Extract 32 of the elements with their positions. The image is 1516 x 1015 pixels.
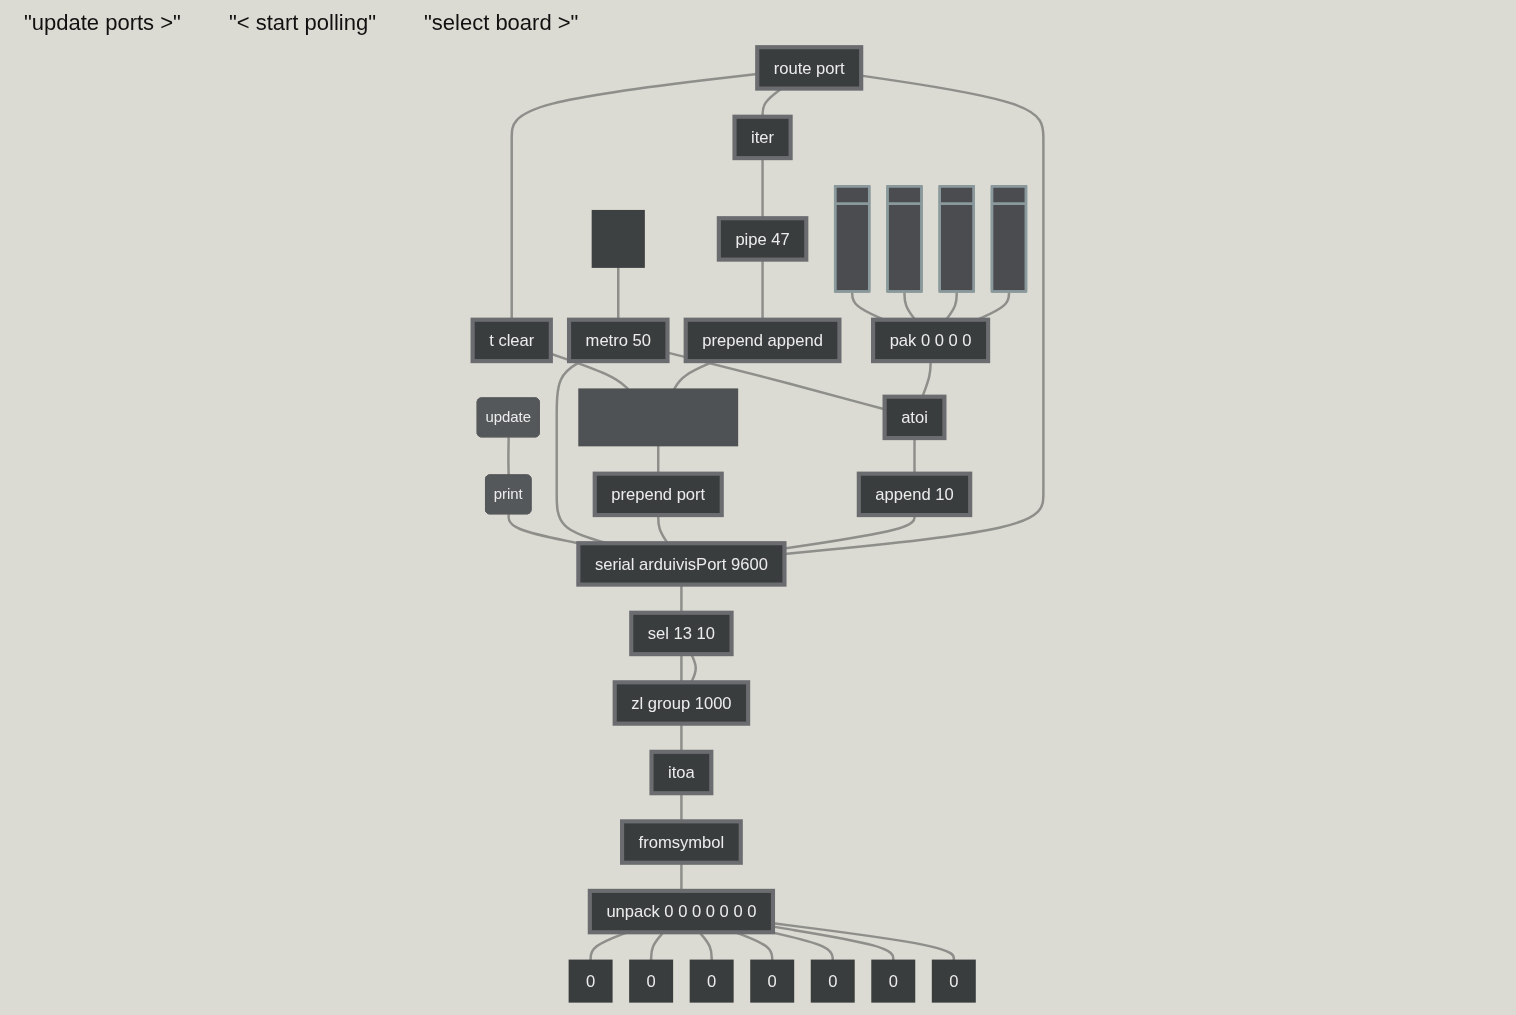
connector	[772, 922, 956, 961]
object-box: append 10	[856, 471, 973, 518]
comment-text: "< start polling"	[228, 10, 376, 36]
object-box: iter	[732, 114, 793, 161]
number-box: 0	[629, 959, 674, 1003]
comment-text: "update ports >"	[24, 10, 181, 36]
object-box: metro 50	[566, 317, 670, 364]
comment-text: "select board >"	[424, 10, 579, 36]
object-box: route port	[755, 45, 864, 91]
number-box: 0	[750, 959, 795, 1003]
connector	[507, 437, 510, 476]
object-box: zl group 1000	[612, 680, 751, 726]
number-box: 0	[931, 959, 976, 1003]
message-box: update	[476, 397, 540, 438]
number-box: 0	[689, 959, 734, 1003]
connector	[772, 925, 895, 961]
object-box: itoa	[649, 749, 714, 796]
object-box: sel 13 10	[629, 610, 734, 657]
object-box: prepend port	[592, 471, 724, 518]
object-box: t clear	[470, 317, 553, 364]
object-box: unpack 0 0 0 0 0 0 0	[587, 888, 776, 935]
number-box: 0	[810, 959, 855, 1003]
connector	[507, 514, 579, 545]
object-box: serial arduivisPort 9600	[576, 541, 787, 587]
object-box: fromsymbol	[620, 819, 743, 865]
number-box: 0	[871, 959, 916, 1003]
object-box: pak 0 0 0 0	[871, 317, 991, 364]
number-box: 0	[568, 959, 613, 1003]
object-box: prepend append	[683, 317, 842, 364]
object-box: pipe 47	[716, 216, 809, 262]
message-box: print	[485, 474, 532, 515]
object-box: atoi	[882, 394, 947, 441]
